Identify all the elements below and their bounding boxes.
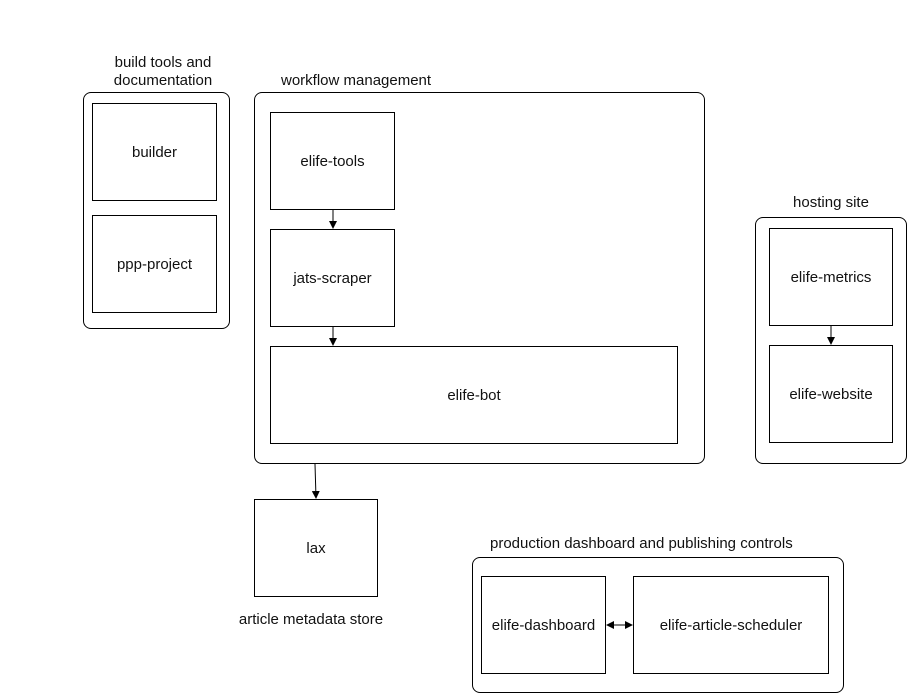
group-title-build-tools: build tools and documentation (113, 54, 213, 89)
node-elife-article-scheduler-label: elife-article-scheduler (659, 616, 803, 634)
node-elife-metrics[interactable]: elife-metrics (769, 228, 893, 326)
node-ppp-project[interactable]: ppp-project (92, 215, 217, 313)
node-elife-tools[interactable]: elife-tools (270, 112, 395, 210)
node-elife-website[interactable]: elife-website (769, 345, 893, 443)
node-lax-label: lax (306, 539, 326, 557)
node-elife-tools-label: elife-tools (300, 152, 365, 170)
node-elife-article-scheduler[interactable]: elife-article-scheduler (633, 576, 829, 674)
node-elife-dashboard-label: elife-dashboard (491, 616, 596, 634)
node-jats-scraper-label: jats-scraper (293, 269, 372, 287)
edge-workflow-to-lax (311, 463, 320, 499)
node-elife-bot[interactable]: elife-bot (270, 346, 678, 444)
node-elife-dashboard[interactable]: elife-dashboard (481, 576, 606, 674)
group-title-hosting: hosting site (793, 194, 869, 211)
node-elife-website-label: elife-website (789, 385, 873, 403)
node-ppp-project-label: ppp-project (116, 255, 193, 273)
group-title-workflow: workflow management (281, 72, 432, 89)
node-builder-label: builder (131, 143, 178, 161)
node-lax[interactable]: lax (254, 499, 378, 597)
node-elife-bot-label: elife-bot (447, 386, 501, 404)
node-builder[interactable]: builder (92, 103, 217, 201)
node-elife-metrics-label: elife-metrics (790, 268, 872, 286)
group-title-production: production dashboard and publishing cont… (490, 535, 793, 552)
node-jats-scraper[interactable]: jats-scraper (270, 229, 395, 327)
caption-article-metadata-store: article metadata store (238, 611, 384, 628)
